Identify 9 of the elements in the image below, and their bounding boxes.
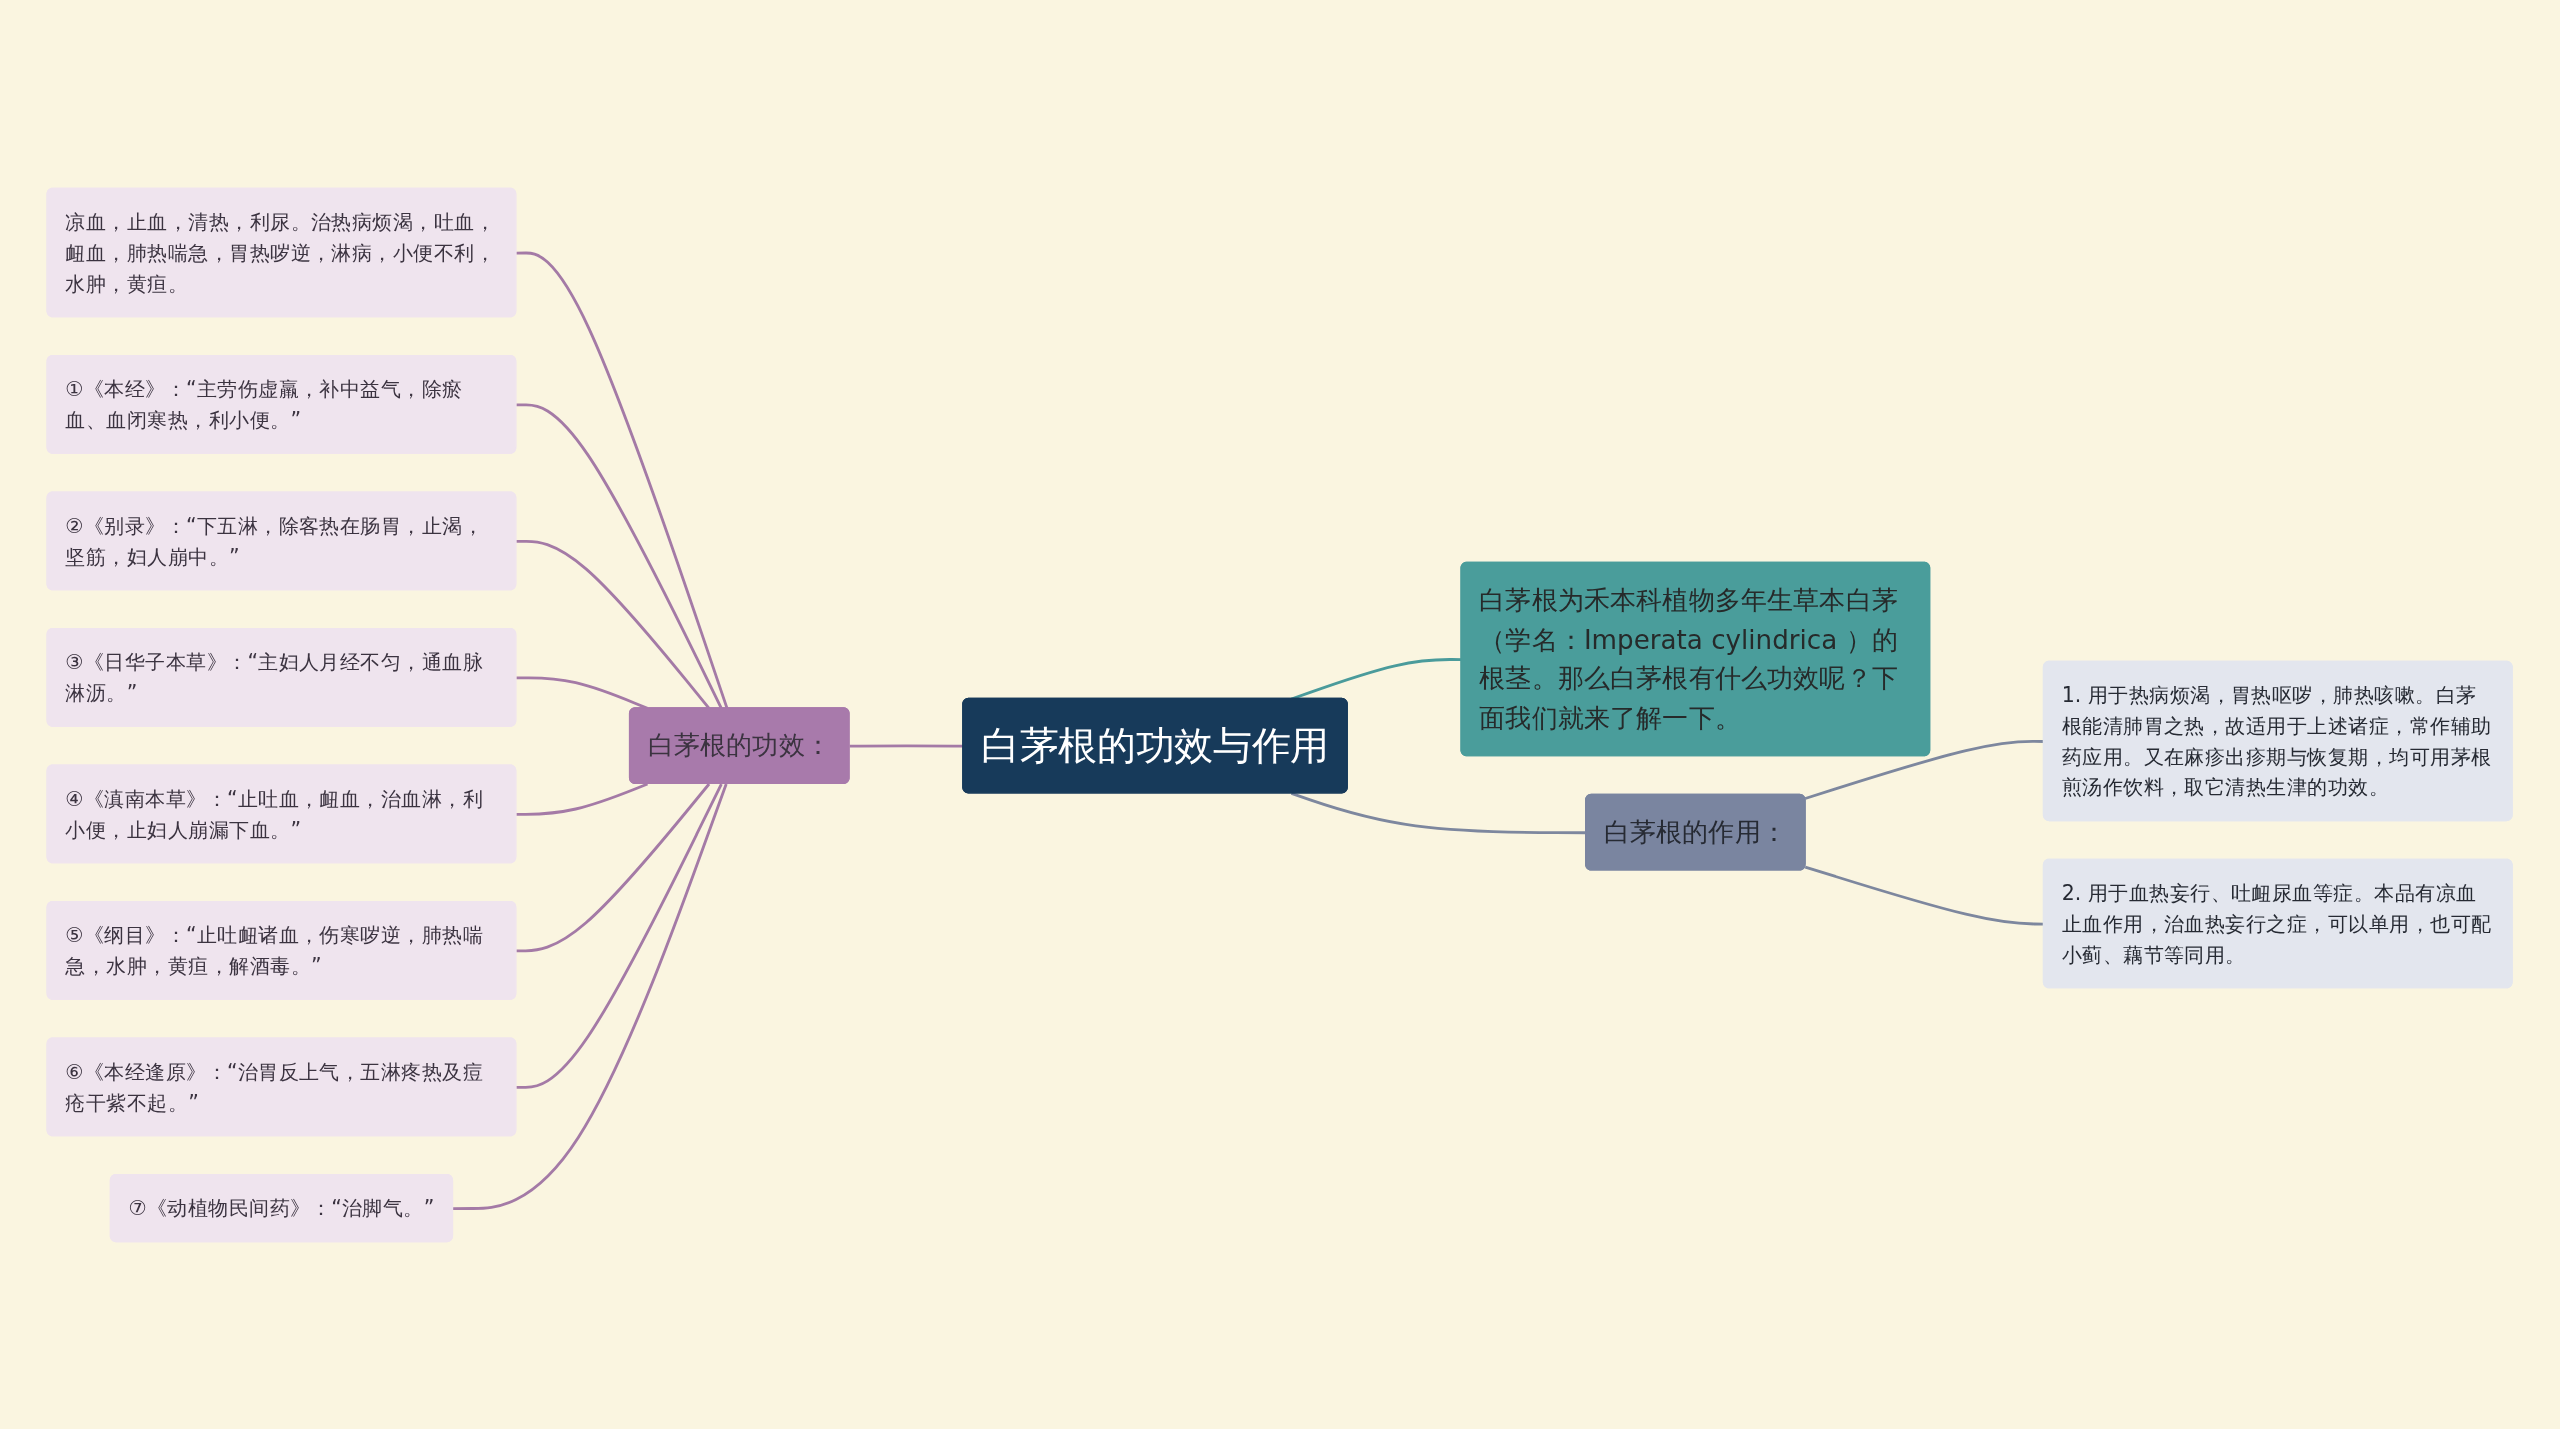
connector xyxy=(850,743,964,748)
connector xyxy=(516,539,711,709)
connector xyxy=(516,782,724,1089)
connector xyxy=(516,782,711,952)
connector xyxy=(453,783,728,1210)
connector xyxy=(516,782,649,816)
connector xyxy=(1291,657,1462,700)
connector xyxy=(516,251,729,709)
connector xyxy=(516,403,724,709)
